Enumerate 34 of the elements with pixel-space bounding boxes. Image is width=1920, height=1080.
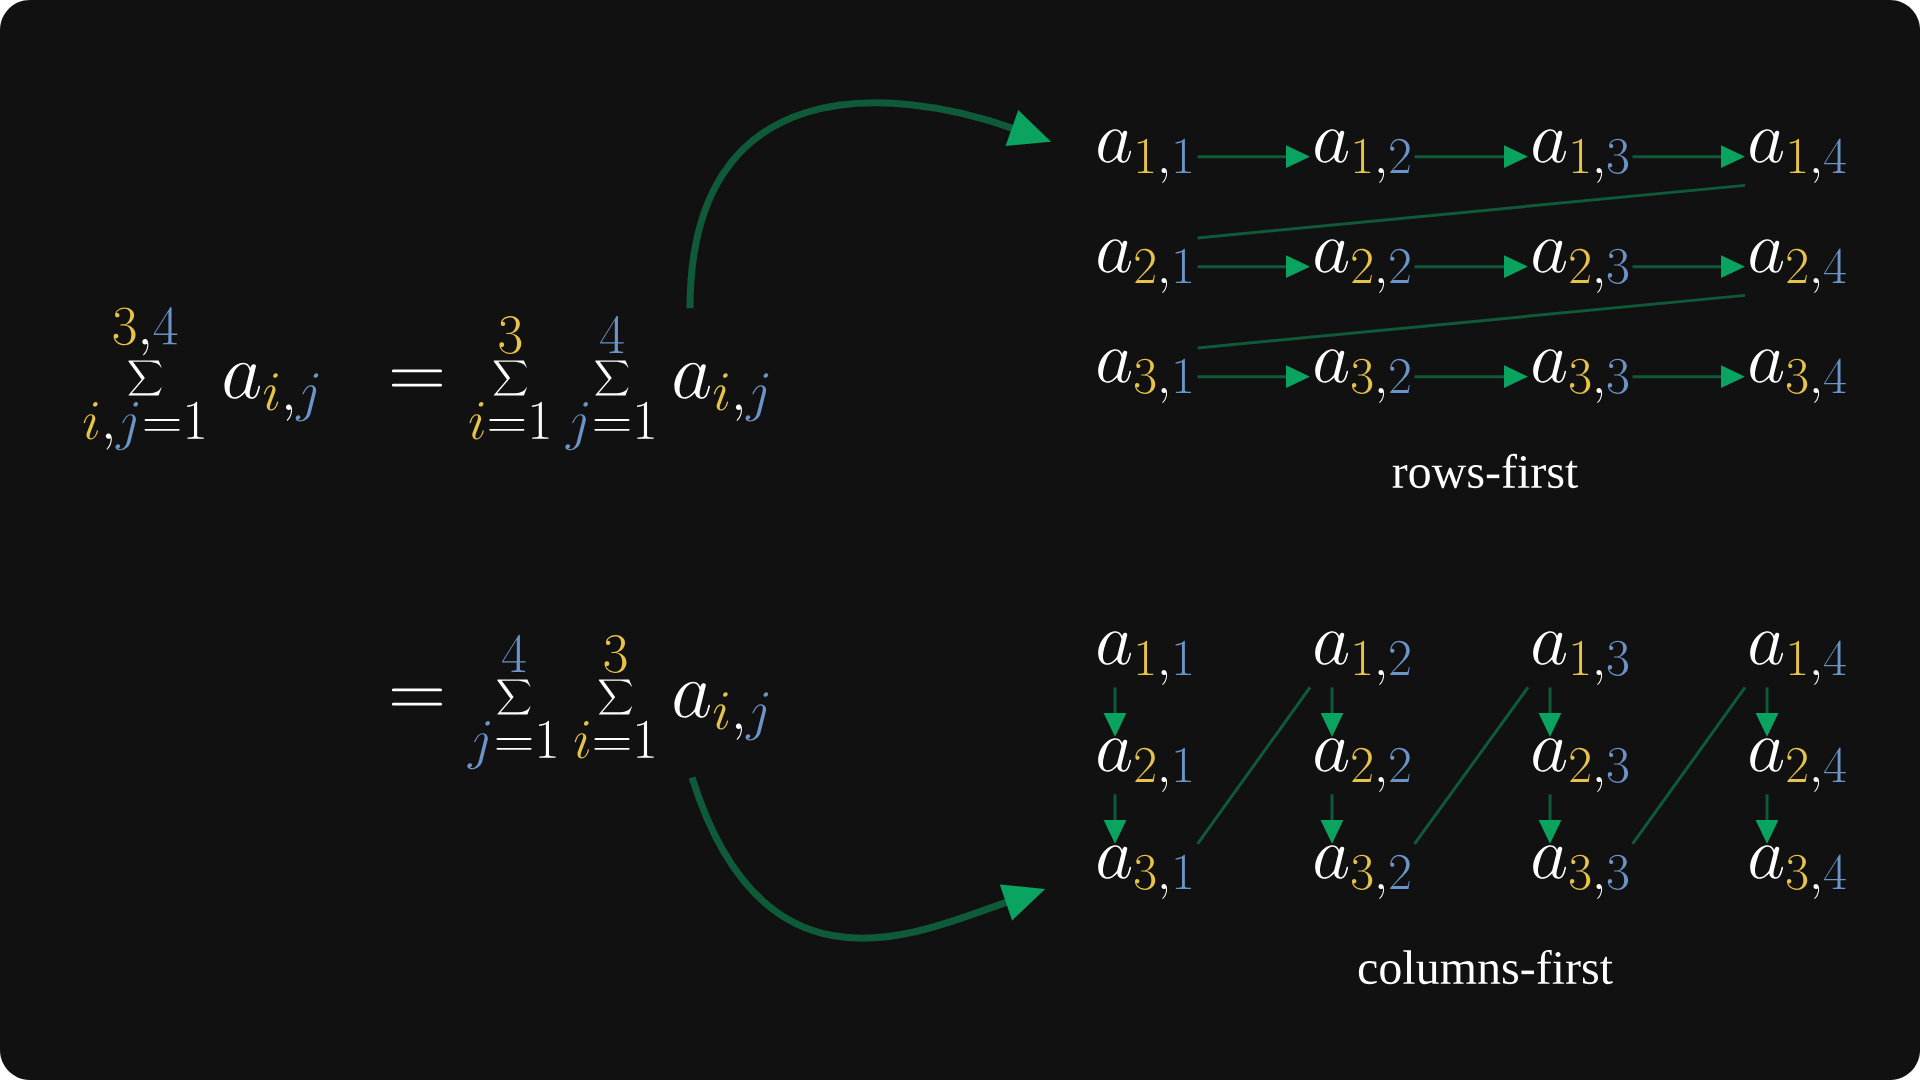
matrix-entry: $a_{\textcolor[HTML]{E8C34A}{2},\textcolor[HTML]{6B95C8}{4}}$ — [1750, 738, 1846, 793]
matrix-entry: $a_{\textcolor[HTML]{E8C34A}{1},\textcolor[HTML]{6B95C8}{1}}$ — [1098, 129, 1191, 184]
matrix-entry: $a_{\textcolor[HTML]{E8C34A}{1},\textcolor[HTML]{6B95C8}{1}}$ — [1098, 631, 1191, 686]
matrix-entry: $a_{\textcolor[HTML]{E8C34A}{2},\textcolor[HTML]{6B95C8}{4}}$ — [1750, 239, 1846, 294]
connector-line — [1197, 183, 1746, 240]
matrix-entry: $a_{\textcolor[HTML]{E8C34A}{3},\textcolor[HTML]{6B95C8}{3}}$ — [1533, 349, 1629, 404]
matrix-entry: $a_{\textcolor[HTML]{E8C34A}{3},\textcolor[HTML]{6B95C8}{1}}$ — [1098, 845, 1191, 900]
matrix-entry: $a_{\textcolor[HTML]{E8C34A}{1},\textcolor[HTML]{6B95C8}{4}}$ — [1750, 129, 1846, 184]
formula: $\sum_{\textcolor[HTML]{E8C34A}{i},\textcolor[HTML]{6B95C8}{j}=1}^{\textcolor[HTML]{E8C34A}{3},\textcolor[HTML]{6B95C8}{4}} a_{\textcolor[HTML]{E8C34A}{i},\textcolor[HTML]{6B95C8}{j}}$ — [83, 307, 319, 451]
equation: $= \sum_{\textcolor[HTML]{E8C34A}{i}=1}^{\textcolor[HTML]{E8C34A}{3}}\sum_{\textcolor[HTML]{6B95C8}{j}=1}^{\textcolor[HTML]{6B95C8}{4}} a_{\textcolor[HTML]{E8C34A}{i},\textcolor[HTML]{6B95C8}{j}}$ — [391, 315, 769, 451]
matrix-entry: $a_{\textcolor[HTML]{E8C34A}{1},\textcolor[HTML]{6B95C8}{2}}$ — [1315, 631, 1410, 686]
matrix-entry: $a_{\textcolor[HTML]{E8C34A}{2},\textcolor[HTML]{6B95C8}{3}}$ — [1533, 239, 1629, 294]
matrix-entry: $a_{\textcolor[HTML]{E8C34A}{3},\textcolor[HTML]{6B95C8}{1}}$ — [1098, 349, 1191, 404]
equation: $= \sum_{\textcolor[HTML]{6B95C8}{j}=1}^{\textcolor[HTML]{6B95C8}{4}}\sum_{\textcolor[HTML]{E8C34A}{i}=1}^{\textcolor[HTML]{E8C34A}{3}} a_{\textcolor[HTML]{E8C34A}{i},\textcolor[HTML]{6B95C8}{j}}$ — [391, 634, 769, 770]
matrix-entry: $a_{\textcolor[HTML]{E8C34A}{2},\textcolor[HTML]{6B95C8}{3}}$ — [1533, 738, 1629, 793]
matrix-entry: $a_{\textcolor[HTML]{E8C34A}{3},\textcolor[HTML]{6B95C8}{4}}$ — [1750, 845, 1846, 900]
matrix-entry: $a_{\textcolor[HTML]{E8C34A}{2},\textcolor[HTML]{6B95C8}{1}}$ — [1098, 239, 1191, 294]
matrix-entry: $a_{\textcolor[HTML]{E8C34A}{1},\textcolor[HTML]{6B95C8}{3}}$ — [1533, 631, 1629, 686]
matrix-entry: $a_{\textcolor[HTML]{E8C34A}{1},\textcolor[HTML]{6B95C8}{3}}$ — [1533, 129, 1629, 184]
matrix-entry: $a_{\textcolor[HTML]{E8C34A}{3},\textcolor[HTML]{6B95C8}{2}}$ — [1315, 845, 1410, 900]
matrix-entry: $a_{\textcolor[HTML]{E8C34A}{2},\textcolor[HTML]{6B95C8}{2}}$ — [1315, 738, 1410, 793]
connector-line — [1413, 686, 1530, 845]
matrix-entry: $a_{\textcolor[HTML]{E8C34A}{1},\textcolor[HTML]{6B95C8}{2}}$ — [1315, 129, 1410, 184]
matrix-entry: $a_{\textcolor[HTML]{E8C34A}{1},\textcolor[HTML]{6B95C8}{4}}$ — [1750, 631, 1846, 686]
grid-caption: columns-first — [1358, 949, 1613, 985]
matrix-entry: $a_{\textcolor[HTML]{E8C34A}{2},\textcolor[HTML]{6B95C8}{1}}$ — [1098, 738, 1191, 793]
matrix-entry: $a_{\textcolor[HTML]{E8C34A}{3},\textcolor[HTML]{6B95C8}{4}}$ — [1750, 349, 1846, 404]
matrix-entry: $a_{\textcolor[HTML]{E8C34A}{2},\textcolor[HTML]{6B95C8}{2}}$ — [1315, 239, 1410, 294]
connector-line — [1197, 293, 1746, 350]
connector-line — [1631, 686, 1747, 845]
matrix-entry: $a_{\textcolor[HTML]{E8C34A}{3},\textcolor[HTML]{6B95C8}{3}}$ — [1533, 845, 1629, 900]
connector-line — [1196, 686, 1312, 845]
grid-caption: rows-first — [1392, 453, 1579, 489]
matrix-entry: $a_{\textcolor[HTML]{E8C34A}{3},\textcolor[HTML]{6B95C8}{2}}$ — [1315, 349, 1410, 404]
